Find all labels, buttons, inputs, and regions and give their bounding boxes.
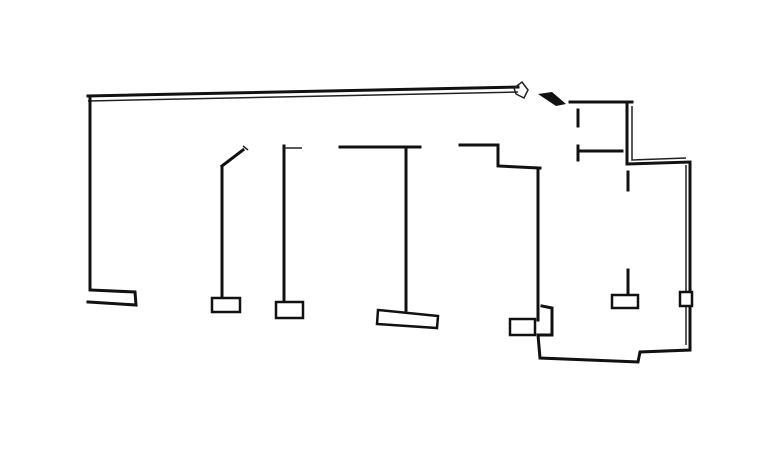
outer-wall-left: [86, 96, 138, 307]
outer-wall-right: [536, 100, 692, 364]
interior-partitions: [576, 108, 630, 192]
pillar-1: [210, 145, 249, 314]
pillar-6: [678, 290, 694, 308]
pillar-3: [338, 145, 440, 330]
outer-wall-top: [86, 85, 520, 102]
pillar-2: [274, 144, 305, 320]
pillar-5: [610, 268, 640, 310]
door-swing-icon: [513, 80, 566, 106]
pillar-4: [458, 143, 542, 337]
